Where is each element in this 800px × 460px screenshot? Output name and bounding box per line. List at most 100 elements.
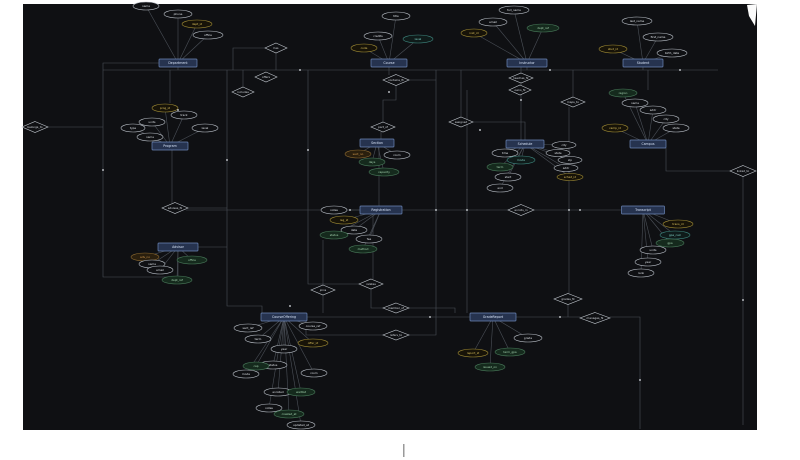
entity-node[interactable]: [621, 205, 665, 215]
attribute-node[interactable]: [491, 148, 519, 158]
attribute-node[interactable]: [608, 88, 638, 98]
entity-node[interactable]: [506, 58, 548, 68]
relationship-node[interactable]: [507, 204, 535, 216]
attribute-node[interactable]: [460, 28, 488, 38]
attribute-node[interactable]: [136, 132, 164, 142]
attribute-node[interactable]: [191, 123, 219, 133]
attribute-node[interactable]: [639, 245, 667, 255]
attribute-node[interactable]: [286, 420, 316, 430]
attribute-node[interactable]: [298, 321, 328, 331]
relationship-node[interactable]: [508, 84, 532, 96]
attribute-node[interactable]: [402, 34, 434, 44]
entity-node[interactable]: [469, 312, 517, 322]
attribute-node[interactable]: [601, 123, 629, 133]
attribute-node[interactable]: [598, 44, 628, 54]
relationship-node[interactable]: [370, 121, 396, 133]
attribute-node[interactable]: [255, 403, 283, 413]
relationship-node[interactable]: [382, 302, 410, 314]
attribute-node[interactable]: [381, 11, 411, 21]
relationship-node[interactable]: [21, 121, 49, 133]
attribute-node[interactable]: [383, 150, 411, 160]
attribute-node[interactable]: [634, 257, 662, 267]
attribute-node[interactable]: [513, 333, 543, 343]
attribute-node[interactable]: [553, 164, 579, 172]
attribute-node[interactable]: [176, 255, 208, 265]
attribute-node[interactable]: [320, 205, 348, 215]
attribute-node[interactable]: [621, 16, 653, 26]
attribute-node[interactable]: [656, 48, 688, 58]
attribute-node[interactable]: [478, 17, 508, 27]
relationship-node[interactable]: [254, 71, 278, 83]
attribute-node[interactable]: [662, 219, 694, 229]
relationship-node[interactable]: [382, 329, 410, 341]
attribute-node[interactable]: [363, 31, 393, 41]
attribute-node[interactable]: [358, 157, 386, 167]
entity-node[interactable]: [158, 58, 198, 68]
attribute-node[interactable]: [344, 149, 372, 159]
attribute-node[interactable]: [181, 19, 213, 29]
diagram-canvas[interactable]: [23, 4, 757, 430]
attribute-node[interactable]: [642, 32, 674, 42]
attribute-node[interactable]: [474, 362, 506, 372]
attribute-node[interactable]: [486, 162, 514, 172]
attribute-node[interactable]: [355, 234, 383, 244]
attribute-node[interactable]: [627, 268, 655, 278]
attribute-node[interactable]: [286, 387, 316, 397]
entity-node[interactable]: [359, 205, 403, 215]
attribute-node[interactable]: [545, 149, 571, 157]
attribute-node[interactable]: [557, 156, 583, 164]
attribute-node[interactable]: [662, 123, 690, 133]
attribute-node[interactable]: [368, 167, 400, 177]
attribute-node[interactable]: [486, 183, 514, 193]
attribute-node[interactable]: [120, 123, 146, 133]
attribute-node[interactable]: [639, 105, 667, 115]
attribute-node[interactable]: [146, 265, 174, 275]
attribute-node[interactable]: [244, 334, 272, 344]
attribute-node[interactable]: [232, 369, 260, 379]
relationship-node[interactable]: [448, 116, 474, 128]
attribute-node[interactable]: [319, 230, 349, 240]
entity-node[interactable]: [260, 312, 308, 322]
attribute-node[interactable]: [242, 361, 270, 371]
relationship-node[interactable]: [560, 96, 586, 108]
entity-node[interactable]: [359, 138, 395, 148]
relationship-node[interactable]: [729, 165, 757, 177]
relationship-node[interactable]: [553, 293, 583, 305]
entity-node[interactable]: [370, 58, 408, 68]
attribute-node[interactable]: [659, 230, 691, 240]
entity-node[interactable]: [157, 242, 199, 252]
attribute-node[interactable]: [297, 338, 329, 348]
relationship-node[interactable]: [508, 72, 534, 84]
entity-node[interactable]: [622, 58, 664, 68]
entity-node[interactable]: [629, 139, 667, 149]
entity-node[interactable]: [505, 139, 545, 149]
attribute-node[interactable]: [170, 110, 198, 120]
attribute-node[interactable]: [494, 172, 522, 182]
attribute-node[interactable]: [348, 244, 378, 254]
relationship-node[interactable]: [231, 86, 255, 98]
attribute-node[interactable]: [498, 5, 530, 15]
attribute-node[interactable]: [556, 173, 584, 181]
relationship-node[interactable]: [310, 284, 336, 296]
attribute-node[interactable]: [621, 98, 649, 108]
attribute-node[interactable]: [655, 238, 685, 248]
relationship-node[interactable]: [264, 42, 288, 54]
attribute-node[interactable]: [652, 114, 680, 124]
attribute-node[interactable]: [192, 30, 224, 40]
relationship-node[interactable]: [579, 312, 611, 324]
relationship-node[interactable]: [161, 202, 189, 214]
attribute-node[interactable]: [526, 23, 560, 33]
relationship-node[interactable]: [382, 74, 410, 86]
attribute-node[interactable]: [132, 1, 160, 11]
attribute-node[interactable]: [273, 409, 305, 419]
attribute-node[interactable]: [551, 141, 577, 149]
attribute-node[interactable]: [350, 43, 378, 53]
attribute-node[interactable]: [161, 275, 193, 285]
entity-node[interactable]: [151, 141, 189, 151]
attribute-node[interactable]: [300, 368, 328, 378]
attribute-node[interactable]: [138, 117, 166, 127]
attribute-node[interactable]: [329, 215, 359, 225]
attribute-node[interactable]: [270, 344, 298, 354]
attribute-node[interactable]: [506, 155, 536, 165]
attribute-node[interactable]: [151, 103, 179, 113]
